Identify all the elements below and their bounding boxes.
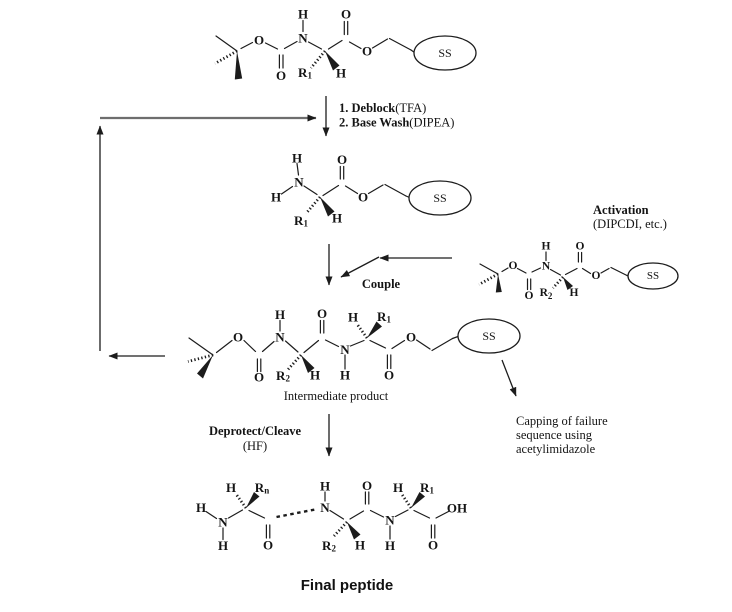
atom-label-h: H — [226, 480, 236, 495]
atom-label-o: O — [406, 330, 416, 345]
label-deprotect-cleave: Deprotect/Cleave (HF) — [209, 424, 302, 453]
atom-label-n: N — [294, 175, 304, 190]
atom-label-h: H — [218, 538, 228, 553]
atom-label-r1: R1 — [377, 309, 391, 325]
arrow-couple-diagonal — [340, 256, 380, 278]
arrow-recycle-loop — [96, 114, 317, 360]
atom-label-h: H — [275, 307, 285, 322]
solid-support-label: SS — [482, 329, 495, 343]
atom-label-o: O — [592, 270, 601, 282]
atom-label-oh: OH — [447, 501, 467, 516]
atom-label-o: O — [576, 241, 585, 253]
solid-support-ellipse — [457, 318, 521, 354]
atom-label-o: O — [362, 478, 372, 493]
caption-final-peptide: Final peptide — [301, 577, 394, 594]
atom-label-o: O — [384, 368, 394, 383]
svg-text:2. Base Wash(DIPEA): 2. Base Wash(DIPEA) — [339, 116, 454, 130]
label-capping: Capping of failure sequence using acetyl… — [516, 414, 608, 456]
solid-support-label: SS — [438, 46, 451, 60]
atom-label-o: O — [233, 330, 243, 345]
atom-label-h: H — [340, 368, 350, 383]
atom-label-o: O — [428, 538, 438, 553]
solid-support-label: SS — [433, 191, 446, 205]
structure-final-peptide: H N H H Rn O N H R2 H O N H H R1 O OH — [196, 478, 467, 554]
svg-text:sequence using: sequence using — [516, 428, 593, 442]
atom-label-h: H — [271, 190, 281, 205]
atom-label-h: H — [292, 151, 302, 166]
atom-label-n: N — [320, 500, 330, 515]
arrow-capping-branch — [501, 359, 517, 397]
atom-label-r2: R2 — [322, 538, 336, 554]
structure-activated-boc-amino-acid: O O N H R2 H O O SS — [478, 241, 679, 302]
atom-label-rn: Rn — [255, 480, 269, 496]
atom-label-h: H — [393, 480, 403, 495]
atom-label-o: O — [254, 33, 264, 48]
atom-label-h: H — [385, 538, 395, 553]
atom-label-n: N — [298, 31, 308, 46]
svg-text:(HF): (HF) — [243, 439, 267, 453]
atom-label-h: H — [542, 241, 551, 253]
svg-text:Deprotect/Cleave: Deprotect/Cleave — [209, 424, 302, 438]
solid-support-ellipse — [408, 180, 472, 216]
atom-label-o: O — [263, 538, 273, 553]
atom-label-o: O — [276, 68, 286, 83]
atom-label-n: N — [542, 261, 551, 273]
atom-label-r2: R2 — [276, 368, 290, 384]
atom-label-o: O — [254, 370, 264, 385]
label-deblock-step: 1. Deblock(TFA) 2. Base Wash(DIPEA) — [339, 101, 454, 130]
svg-text:(DIPCDI, etc.): (DIPCDI, etc.) — [593, 217, 667, 231]
label-activation: Activation (DIPCDI, etc.) — [593, 203, 667, 231]
atom-label-o: O — [362, 44, 372, 59]
atom-label-n: N — [385, 513, 395, 528]
atom-label-r2: R2 — [540, 287, 553, 301]
atom-label-r1: R1 — [420, 480, 434, 496]
svg-text:Capping of failure: Capping of failure — [516, 414, 608, 428]
svg-text:Activation: Activation — [593, 203, 649, 217]
atom-label-o: O — [341, 7, 351, 22]
atom-label-n: N — [275, 330, 285, 345]
atom-label-o: O — [525, 290, 534, 302]
structure-intermediate-dipeptide-resin: O O N H R2 H O N H H R1 O O SS — [187, 306, 521, 385]
atom-label-h: H — [298, 7, 308, 22]
atom-label-o: O — [317, 306, 327, 321]
atom-label-r1: R1 — [294, 213, 308, 229]
atom-label-o: O — [509, 260, 518, 272]
atom-label-h: H — [320, 479, 330, 494]
atom-label-h: H — [570, 287, 579, 299]
structure-boc-amino-acid-resin: H O O N R1 H O O SS — [214, 7, 477, 83]
caption-intermediate-product: Intermediate product — [284, 389, 389, 403]
atom-label-r1: R1 — [298, 65, 312, 81]
atom-label-o: O — [358, 190, 368, 205]
atom-label-n: N — [218, 515, 228, 530]
atom-label-h: H — [196, 500, 206, 515]
atom-label-h: H — [332, 211, 342, 226]
atom-label-h: H — [336, 66, 346, 81]
svg-text:acetylimidazole: acetylimidazole — [516, 442, 596, 456]
solid-support-ellipse — [627, 262, 679, 290]
atom-label-o: O — [337, 152, 347, 167]
atom-label-h: H — [310, 368, 320, 383]
atom-label-n: N — [340, 342, 350, 357]
solid-support-ellipse — [413, 35, 477, 71]
atom-label-h: H — [348, 310, 358, 325]
solid-support-label: SS — [647, 270, 659, 282]
atom-label-h: H — [355, 538, 365, 553]
svg-text:1. Deblock(TFA): 1. Deblock(TFA) — [339, 101, 426, 115]
structure-deprotected-amino-acid-resin: H H N R1 H O O SS — [271, 151, 472, 229]
label-couple: Couple — [362, 277, 401, 291]
